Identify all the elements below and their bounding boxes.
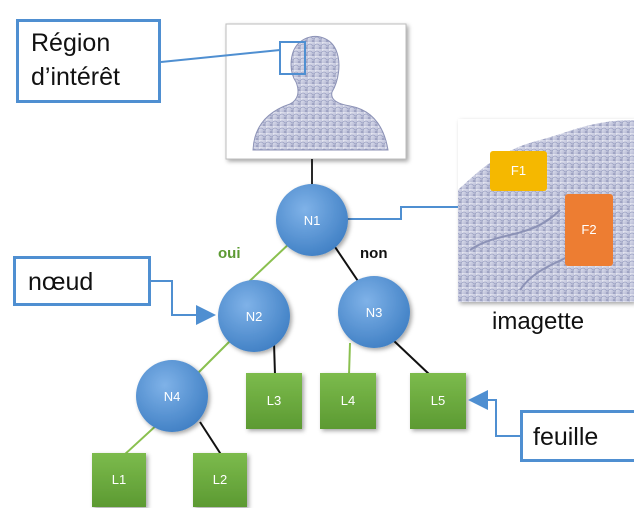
region-of-interest-box [279, 41, 306, 75]
leaf-l5 [410, 373, 466, 429]
node-n1-label: N1 [304, 213, 321, 228]
node-callout-label: nœud [28, 268, 94, 296]
node-n2-label: N2 [246, 309, 263, 324]
leaf-l5-label: L5 [431, 393, 445, 408]
feature-f1-box [490, 151, 547, 191]
leaf-l2-label: L2 [213, 472, 227, 487]
yes-branch-label: oui [218, 245, 241, 262]
node-callout: nœud [13, 256, 151, 306]
region-callout-line2: d’intérêt [31, 63, 120, 91]
feature-f1-label: F1 [511, 163, 526, 178]
leaf-l4 [320, 373, 376, 429]
node-n1 [276, 184, 348, 256]
leaf-l1 [92, 453, 146, 507]
patch-caption: imagette [492, 308, 585, 335]
leaf-l2 [193, 453, 247, 507]
bust-thumbnail [225, 23, 407, 160]
region-callout-connector [160, 49, 281, 63]
leaf-l3 [246, 373, 302, 429]
patch-callout-connector [345, 206, 458, 220]
node-n3 [338, 276, 410, 348]
leaf-callout: feuille [520, 410, 634, 462]
feature-f2-label: F2 [581, 222, 596, 237]
leaf-callout-arrow [468, 390, 520, 437]
no-branch-label: non [360, 245, 388, 262]
region-of-interest-callout: Région d’intérêt [16, 19, 161, 103]
node-callout-arrow [151, 280, 216, 325]
leaf-l1-label: L1 [112, 472, 126, 487]
leaf-callout-label: feuille [533, 423, 599, 451]
image-patch: F1 F2 [458, 119, 634, 302]
node-n4 [136, 360, 208, 432]
node-n2 [218, 280, 290, 352]
feature-f2-box [565, 194, 613, 266]
leaf-l4-label: L4 [341, 393, 355, 408]
node-n3-label: N3 [366, 305, 383, 320]
leaf-l3-label: L3 [267, 393, 281, 408]
node-n4-label: N4 [164, 389, 181, 404]
region-callout-line1: Région [31, 29, 111, 57]
